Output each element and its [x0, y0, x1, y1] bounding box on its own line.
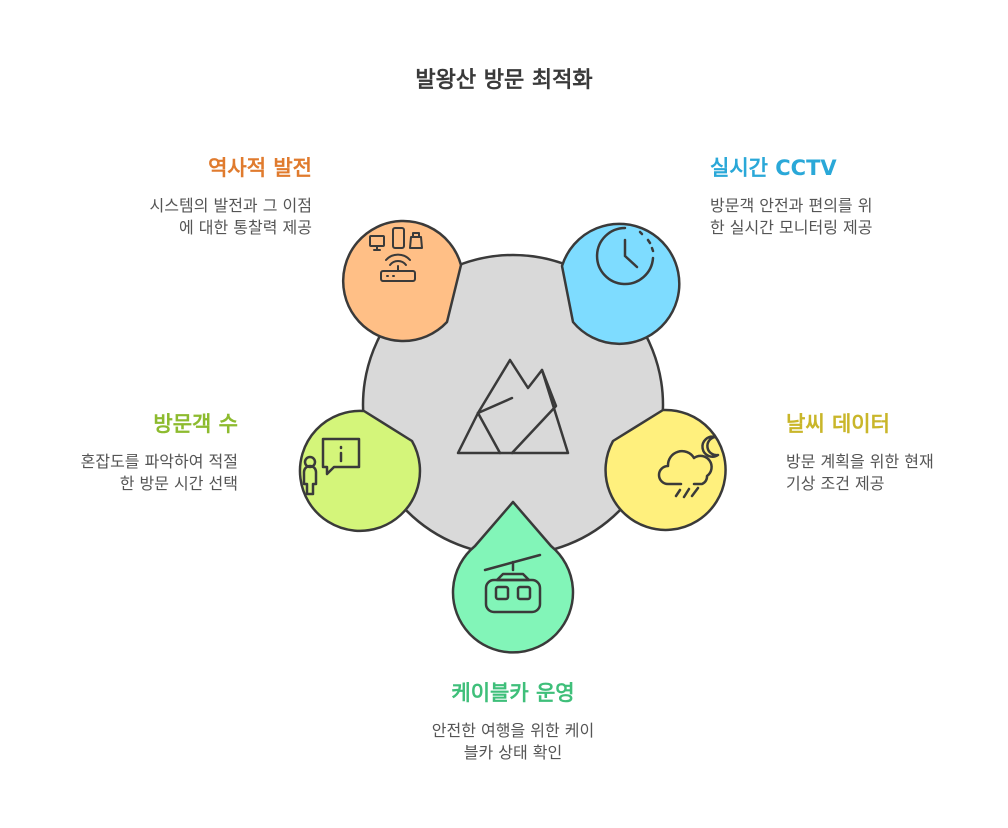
- weather-desc: 방문 계획을 위한 현재 기상 조건 제공: [786, 451, 934, 495]
- cctv-desc-line-1: 방문객 안전과 편의를 위: [710, 196, 873, 215]
- history-pin: [341, 219, 463, 343]
- history-heading: 역사적 발전: [208, 156, 312, 180]
- cable-desc: 안전한 여행을 위한 케이 블카 상태 확인: [363, 720, 663, 764]
- history-desc: 시스템의 발전과 그 이점 에 대한 통찰력 제공: [150, 195, 312, 239]
- cable-pin: [451, 500, 575, 654]
- night-rain-cloud-icon: [657, 435, 720, 499]
- person-info-icon: [302, 437, 361, 496]
- weather-heading: 날씨 데이터: [786, 412, 890, 436]
- weather-pin: [604, 408, 727, 532]
- cctv-heading: 실시간 CCTV: [710, 156, 837, 180]
- weather-desc-line-2: 기상 조건 제공: [786, 474, 885, 493]
- visitors-pin: [298, 409, 422, 533]
- cable-car-icon: [483, 553, 542, 614]
- visitors-desc: 혼잡도를 파악하여 적절 한 방문 시간 선택: [81, 451, 238, 495]
- mountain-icon: [456, 358, 570, 455]
- visitors-heading: 방문객 수: [153, 412, 238, 436]
- history-desc-line-2: 에 대한 통찰력 제공: [178, 218, 312, 237]
- clock-icon: [595, 226, 655, 286]
- cable-heading: 케이블카 운영: [451, 681, 575, 705]
- cctv-pin: [560, 222, 681, 346]
- cctv-desc-line-2: 한 실시간 모니터링 제공: [710, 218, 873, 237]
- cable-desc-line-1: 안전한 여행을 위한 케이: [431, 721, 595, 740]
- page-title: 발왕산 방문 최적화: [415, 68, 593, 93]
- cable-desc-line-2: 블카 상태 확인: [463, 743, 563, 762]
- cctv-desc: 방문객 안전과 편의를 위 한 실시간 모니터링 제공: [710, 195, 872, 239]
- weather-desc-line-1: 방문 계획을 위한 현재: [786, 452, 934, 471]
- history-desc-line-1: 시스템의 발전과 그 이점: [149, 196, 312, 215]
- devices-router-icon: [369, 227, 423, 282]
- visitors-desc-line-1: 혼잡도를 파악하여 적절: [80, 452, 238, 471]
- visitors-desc-line-2: 한 방문 시간 선택: [119, 474, 238, 493]
